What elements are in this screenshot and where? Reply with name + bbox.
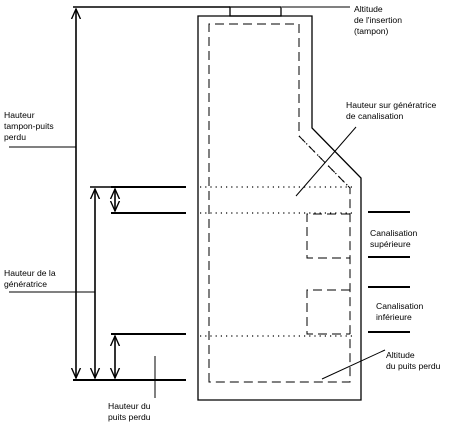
label-canalisation-superieure: Canalisation supérieure [370, 228, 420, 249]
leader-generatrice-canalisation [295, 126, 357, 197]
label-hauteur-generatrice: Hauteur de la génératrice [4, 268, 58, 289]
label-hauteur-tampon-puits: Hauteur tampon-puits perdu [4, 110, 56, 142]
leader-puits-perdu [321, 349, 386, 380]
outer-wall [197, 15, 362, 401]
label-altitude-puits-perdu: Altitude du puits perdu [386, 350, 441, 371]
canalisation-inferieure-box [306, 289, 350, 335]
inner-wall-dashed [208, 23, 351, 383]
dimension-lines [76, 9, 115, 378]
label-hauteur-generatrice-canalisation: Hauteur sur génératrice de canalisation [346, 100, 439, 121]
structure-outline [197, 6, 362, 401]
tampon-cap [229, 6, 282, 17]
label-altitude-insertion: Altitude de l'insertion (tampon) [354, 4, 404, 36]
inner-pipe-boxes [306, 213, 350, 335]
label-hauteur-puits-perdu: Hauteur du puits perdu [108, 401, 153, 422]
label-canalisation-inferieure: Canalisation inférieure [376, 301, 426, 322]
pipe-dotted-lines [200, 135, 352, 337]
pipe-stubs [73, 186, 410, 381]
leader-lines [9, 6, 386, 398]
canalisation-superieure-box [306, 213, 350, 259]
labels: Altitude de l'insertion (tampon) Hauteur… [4, 4, 441, 422]
